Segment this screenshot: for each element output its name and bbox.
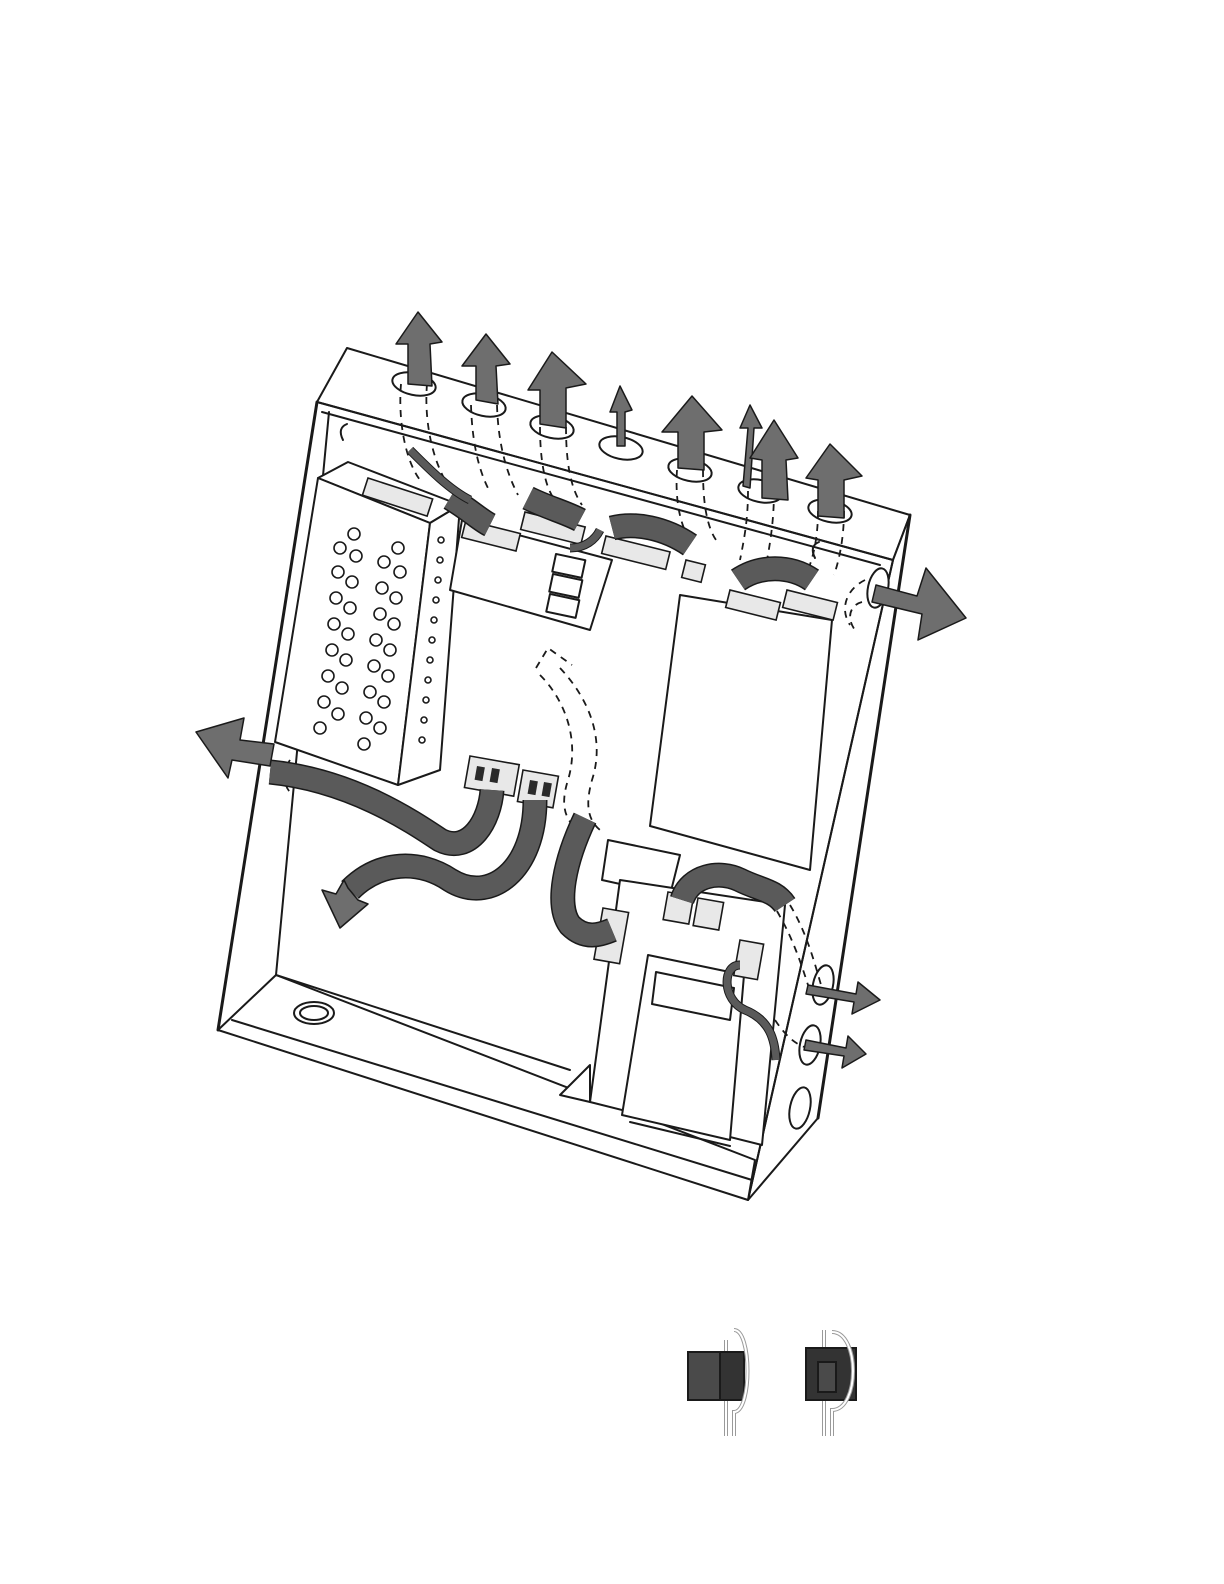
ferrite-example-closed	[806, 1330, 856, 1436]
power-supply-module	[275, 462, 460, 785]
terminal-block-d	[682, 560, 706, 582]
ferrite-example-open	[688, 1330, 748, 1436]
routing-arrow-icon	[196, 718, 274, 778]
